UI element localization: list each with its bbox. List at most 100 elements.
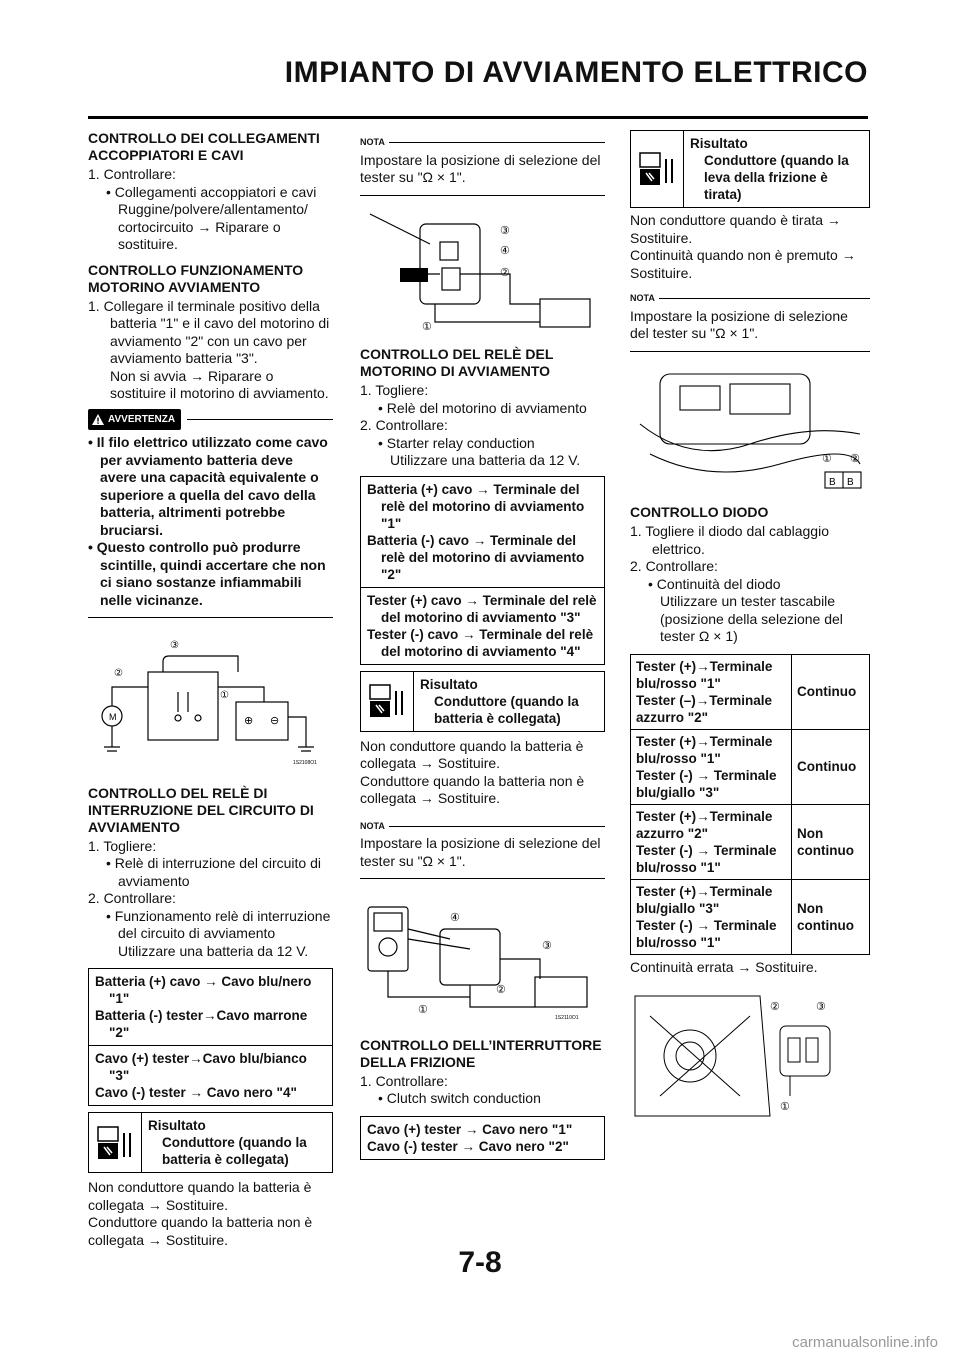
bullet-detail: Utilizzare una batteria da 12 V. <box>118 942 309 959</box>
svg-text:④: ④ <box>500 245 510 257</box>
box-line: Cavo (+) tester→Cavo blu/bianco "3" <box>95 1051 307 1083</box>
header-rule <box>88 116 868 119</box>
nota-header: NOTA <box>630 290 870 308</box>
diode-table: Tester (+)→Terminale blu/rosso "1"Tester… <box>630 653 870 955</box>
nota-label: NOTA <box>630 293 655 303</box>
result-text: Conduttore (quando la leva della frizion… <box>704 153 849 202</box>
svg-text:①: ① <box>220 690 229 701</box>
nota-body: Impostare la posizione di selezione del … <box>360 152 605 196</box>
result-text: Conduttore (quando la batteria è collega… <box>162 1135 307 1167</box>
warning-header: AVVERTENZA <box>88 408 333 430</box>
svg-text:①: ① <box>780 1101 790 1113</box>
warning-body: • Il filo elettrico utilizzato come cavo… <box>88 434 333 618</box>
nota-body: Impostare la posizione di selezione del … <box>630 308 870 352</box>
diagram-code: 1S2110O1 <box>555 1015 579 1021</box>
step: 1. Togliere: <box>88 837 157 854</box>
nota-label: NOTA <box>360 137 385 147</box>
svg-text:②: ② <box>496 984 506 996</box>
section-title-clutch-switch: CONTROLLO DELL’INTERRUTTORE DELLA FRIZIO… <box>360 1036 602 1070</box>
svg-text:①: ① <box>418 1004 428 1016</box>
column-left: CONTROLLO DEI COLLEGAMENTI ACCOPPIATORI … <box>88 130 333 1249</box>
nota-header: NOTA <box>360 134 605 152</box>
table-row: Tester (+)→Terminale azzurro "2"Tester (… <box>630 803 870 880</box>
step: 1. Collegare il terminale positivo della… <box>88 297 330 367</box>
tester-icon <box>97 1125 131 1159</box>
box-line: Cavo (+) tester → Cavo nero "1" <box>367 1121 573 1137</box>
diagram-code: 1S2108O1 <box>293 760 317 766</box>
result-note: Non conduttore quando la batteria è coll… <box>88 1179 312 1213</box>
result-note: Non conduttore quando la batteria è coll… <box>360 737 584 772</box>
bullet: • Funzionamento relè di interruzione del… <box>106 907 331 942</box>
step-detail: Non si avvia → Riparare o sostituire il … <box>110 367 329 402</box>
step: 2. Controllare: <box>360 417 448 433</box>
svg-text:①: ① <box>822 453 832 465</box>
result-title: Risultato <box>690 136 748 151</box>
svg-text:②: ② <box>850 453 860 465</box>
result-note: Non conduttore quando è tirata → Sostitu… <box>630 212 841 246</box>
table-row: Tester (+)→Terminale blu/rosso "1"Tester… <box>630 728 870 805</box>
box-line: Batteria (-) cavo → Terminale del relè d… <box>367 532 585 582</box>
table-row: Tester (+)→Terminale blu/rosso "1"Tester… <box>630 653 870 730</box>
connector-label: B <box>829 477 836 488</box>
bullet: • Relè del motorino di avviamento <box>378 399 587 416</box>
warning-item: • Il filo elettrico utilizzato come cavo… <box>88 434 328 538</box>
svg-text:⊖: ⊖ <box>270 715 279 727</box>
section-title-diode: CONTROLLO DIODO <box>630 504 769 520</box>
warning-item: • Questo controllo può produrre scintill… <box>88 539 326 608</box>
result-note: Continuità quando non è premuto → Sostit… <box>630 247 856 281</box>
bullet: • Collegamenti accoppiatori e cavi <box>106 183 317 200</box>
warning-badge: AVVERTENZA <box>88 408 182 430</box>
svg-text:③: ③ <box>542 940 552 952</box>
connector-label: B <box>847 477 854 488</box>
svg-text:②: ② <box>114 668 123 679</box>
connection-box: Batteria (+) cavo → Terminale del relè d… <box>360 475 605 665</box>
box-line: Batteria (-) tester→Cavo marrone "2" <box>95 1008 308 1040</box>
result-box: Risultato Conduttore (quando la batteria… <box>88 1112 333 1173</box>
step: 1. Controllare: <box>360 1072 448 1089</box>
step: 1. Controllare: <box>88 166 176 182</box>
box-line: Tester (+) cavo → Terminale del relè del… <box>367 592 597 625</box>
svg-text:③: ③ <box>816 1001 826 1013</box>
bullet: • Relè di interruzione del circuito di a… <box>106 855 322 889</box>
svg-text:③: ③ <box>500 225 510 237</box>
nota-label: NOTA <box>360 820 385 831</box>
bullet: • Starter relay conduction <box>378 434 535 451</box>
warning-label: AVVERTENZA <box>108 413 176 425</box>
svg-text:M: M <box>109 712 117 722</box>
bullet-detail: Utilizzare un tester tascabile (posizion… <box>660 593 843 644</box>
bullet-detail: Utilizzare una batteria da 12 V. <box>390 452 581 468</box>
box-line: Cavo (-) tester → Cavo nero "2" <box>367 1138 569 1154</box>
nota-header: NOTA <box>360 818 605 836</box>
step: 2. Controllare: <box>88 890 176 906</box>
nota-body: Impostare la posizione di selezione del … <box>360 835 605 879</box>
svg-text:①: ① <box>422 321 432 333</box>
tester-icon <box>369 684 403 717</box>
result-box: Risultato Conduttore (quando la batteria… <box>360 670 605 732</box>
svg-text:②: ② <box>500 267 510 279</box>
result-note: Conduttore quando la batteria non è coll… <box>88 1214 313 1248</box>
box-line: Tester (-) cavo → Terminale del relè del… <box>367 626 594 659</box>
svg-text:⊕: ⊕ <box>244 715 253 727</box>
connection-box: Cavo (+) tester → Cavo nero "1" Cavo (-)… <box>360 1115 605 1160</box>
table-row: Tester (+)→Terminale blu/giallo "3"Teste… <box>630 878 870 955</box>
result-title: Risultato <box>420 676 478 692</box>
page-title: IMPIANTO DI AVVIAMENTO ELETTRICO <box>284 56 868 89</box>
box-line: Batteria (+) cavo → Cavo blu/nero "1" <box>95 974 312 1006</box>
page-number: 7-8 <box>458 1246 502 1279</box>
starter-relay-battery-diagram: ③ ④ ② ① <box>369 212 591 333</box>
result-box: Risultato Conduttore (quando la leva del… <box>630 130 870 208</box>
section-title-starter-motor: CONTROLLO FUNZIONAMENTO MOTORINO AVVIAME… <box>88 261 304 295</box>
footer-url[interactable]: carmanualsonline.info <box>792 1334 938 1351</box>
starter-motor-wiring-diagram: M ⊕⊖ ② ③ ① 1S2108O1 <box>101 640 317 766</box>
box-line: Batteria (+) cavo → Terminale del relè d… <box>367 481 585 531</box>
section-title-starter-relay: CONTROLLO DEL RELÈ DEL MOTORINO DI AVVIA… <box>360 346 554 379</box>
step: 2. Controllare: <box>630 558 718 574</box>
diode-photo-illustration: ② ③ ① <box>634 995 831 1117</box>
bullet: • Clutch switch conduction <box>378 1090 541 1106</box>
section-title-connections: CONTROLLO DEI COLLEGAMENTI ACCOPPIATORI … <box>88 130 320 163</box>
starter-relay-tester-diagram: ④ ③ ② ① 1S2110O1 <box>367 906 588 1021</box>
tester-icon <box>639 152 673 185</box>
column-middle: NOTA Impostare la posizione di selezione… <box>360 130 605 1160</box>
section-title-cutoff-relay: CONTROLLO DEL RELÈ DI INTERRUZIONE DEL C… <box>88 784 314 835</box>
result-text: Conduttore (quando la batteria è collega… <box>434 693 579 726</box>
